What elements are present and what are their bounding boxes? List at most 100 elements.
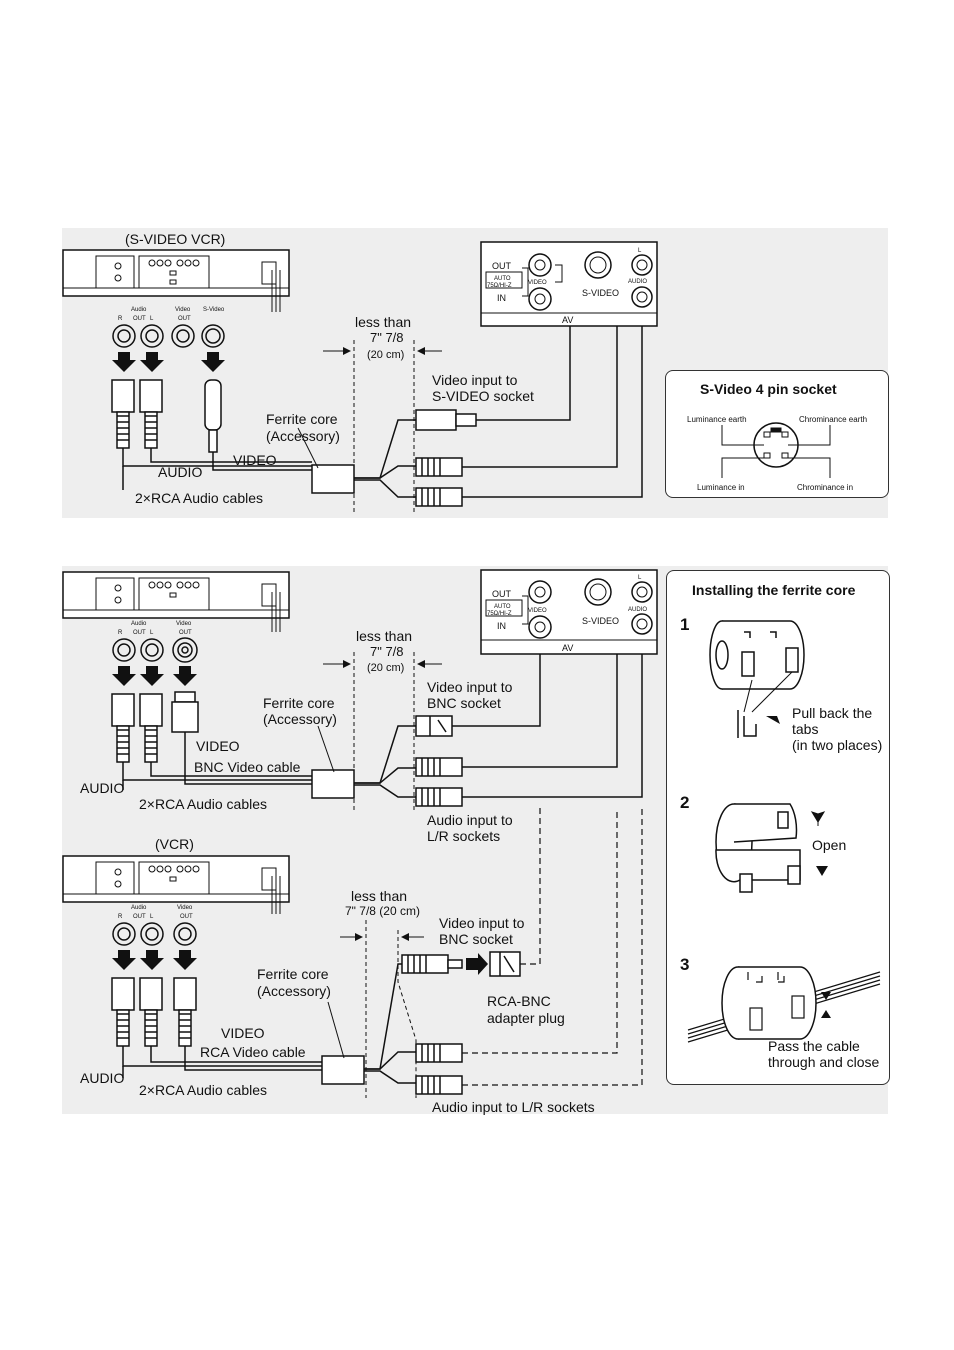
pull-arrow-icon bbox=[766, 716, 780, 724]
jack2-out: OUT bbox=[133, 630, 146, 636]
jack2-video-out: OUT bbox=[179, 630, 192, 636]
av2-video: VIDEO bbox=[528, 608, 547, 614]
step-3-text-a: Pass the cable bbox=[768, 1038, 860, 1054]
distance-guides-1 bbox=[353, 340, 415, 512]
vcr-2-jacks bbox=[112, 637, 198, 663]
step-3-text-b: through and close bbox=[768, 1054, 880, 1070]
jack-label-video: Video bbox=[175, 307, 191, 313]
tv-connections-3 bbox=[462, 808, 643, 1086]
cables-label-1: 2×RCA Audio cables bbox=[135, 490, 263, 506]
less-than-2: less than bbox=[356, 628, 412, 644]
svideo-chrom-in: Chrominance in bbox=[797, 483, 853, 492]
step-2-text: Open bbox=[812, 837, 846, 853]
distance-2: 7" 7/8 bbox=[370, 644, 404, 659]
vcr-3 bbox=[62, 855, 290, 914]
audio-input-3: Audio input to L/R sockets bbox=[432, 1099, 595, 1115]
ferrite-label-2a: Ferrite core bbox=[263, 695, 335, 711]
input-label-3a: Video input to bbox=[439, 915, 525, 931]
jack-label-audio: Audio bbox=[131, 307, 147, 313]
less-than-1: less than bbox=[355, 314, 411, 330]
av2-in: IN bbox=[497, 621, 506, 631]
av1-audio: AUDIO bbox=[628, 279, 647, 285]
step-1-number: 1 bbox=[680, 615, 689, 634]
av-panel-1 bbox=[480, 241, 658, 327]
down-arrows-1 bbox=[112, 352, 225, 372]
av2-l: L bbox=[638, 575, 642, 581]
plugs-3 bbox=[111, 977, 197, 1047]
down-arrows-3 bbox=[112, 950, 197, 970]
av1-out: OUT bbox=[492, 261, 512, 271]
cables-label-2: 2×RCA Audio cables bbox=[139, 796, 267, 812]
rca-plugs-1 bbox=[111, 379, 222, 453]
jack3-video: Video bbox=[177, 905, 193, 911]
av2-av: AV bbox=[562, 643, 573, 653]
video-label-2: VIDEO bbox=[196, 738, 240, 754]
adapter-arrow bbox=[466, 953, 488, 975]
av-panel-2 bbox=[480, 569, 658, 655]
av1-hiz: 75Ω/HI-Z bbox=[487, 283, 512, 289]
distance-guides-2 bbox=[353, 652, 415, 810]
svideo-lum-in: Luminance in bbox=[697, 483, 745, 492]
step-2-number: 2 bbox=[680, 793, 689, 812]
jack-label-svideo: S-Video bbox=[203, 307, 225, 313]
jack3-r: R bbox=[118, 914, 123, 920]
ferrite-pointer-1 bbox=[297, 427, 319, 469]
ferrite-box-title: Installing the ferrite core bbox=[692, 582, 856, 598]
cables-2 bbox=[122, 725, 416, 799]
ferrite-label-1b: (Accessory) bbox=[266, 428, 340, 444]
jack2-r: R bbox=[118, 630, 123, 636]
cables-1 bbox=[122, 419, 416, 498]
av2-hiz: 75Ω/HI-Z bbox=[487, 611, 512, 617]
close-arrows-icon bbox=[821, 992, 831, 1018]
jack3-out: OUT bbox=[133, 914, 146, 920]
svideo-lum-earth: Luminance earth bbox=[687, 415, 747, 424]
audio-label-2: AUDIO bbox=[80, 780, 124, 796]
video-label-1: VIDEO bbox=[233, 452, 277, 468]
ferrite-step2-illustration bbox=[715, 803, 801, 893]
jack3-video-out: OUT bbox=[180, 914, 193, 920]
ferrite-pointer-2 bbox=[317, 725, 335, 773]
av1-in: IN bbox=[497, 293, 506, 303]
ferrite-label-3b: (Accessory) bbox=[257, 983, 331, 999]
jack-label-video-out: OUT bbox=[178, 316, 191, 322]
distance-1: 7" 7/8 bbox=[370, 330, 404, 345]
av1-av: AV bbox=[562, 315, 573, 325]
svideo-pin-diagram bbox=[721, 422, 831, 478]
step-3-number: 3 bbox=[680, 955, 689, 974]
ferrite-label-1a: Ferrite core bbox=[266, 411, 338, 427]
down-arrows-2 bbox=[112, 666, 197, 686]
jack-label-r: R bbox=[118, 316, 123, 322]
vcr-1-jacks bbox=[112, 324, 225, 348]
tv-plugs-3 bbox=[401, 951, 521, 1095]
vcr-2 bbox=[62, 571, 290, 632]
audio-input-2a: Audio input to bbox=[427, 812, 513, 828]
rca-cable-label: RCA Video cable bbox=[200, 1044, 306, 1060]
svideo-chrom-earth: Chrominance earth bbox=[799, 415, 867, 424]
step-1-text-b: tabs bbox=[792, 721, 818, 737]
av1-l: L bbox=[638, 248, 642, 254]
ferrite-pointer-3 bbox=[327, 1001, 345, 1059]
distance-cm-2: (20 cm) bbox=[367, 662, 404, 674]
jack3-audio: Audio bbox=[131, 905, 147, 911]
ferrite-step1-illustration bbox=[709, 620, 805, 738]
tv-connections-1 bbox=[462, 266, 643, 498]
open-up-arrow-icon bbox=[810, 811, 826, 826]
jack2-l: L bbox=[150, 630, 154, 636]
adapter-label-a: RCA-BNC bbox=[487, 993, 551, 1009]
audio-label-3: AUDIO bbox=[80, 1070, 124, 1086]
jack-label-out: OUT bbox=[133, 316, 146, 322]
bnc-cable-label: BNC Video cable bbox=[194, 759, 301, 775]
jack2-audio: Audio bbox=[131, 621, 147, 627]
tv-plugs-1 bbox=[415, 409, 477, 507]
ferrite-step3-illustration bbox=[687, 966, 881, 1043]
cables-3 bbox=[122, 963, 416, 1085]
tv-plugs-2 bbox=[415, 715, 463, 807]
cables-label-3: 2×RCA Audio cables bbox=[139, 1082, 267, 1098]
av2-audio: AUDIO bbox=[628, 607, 647, 613]
open-down-arrow-icon bbox=[816, 866, 828, 876]
video-label-3: VIDEO bbox=[221, 1025, 265, 1041]
vcr-title-3: (VCR) bbox=[155, 836, 194, 852]
ferrite-label-2b: (Accessory) bbox=[263, 711, 337, 727]
av2-svideo: S-VIDEO bbox=[582, 616, 619, 626]
